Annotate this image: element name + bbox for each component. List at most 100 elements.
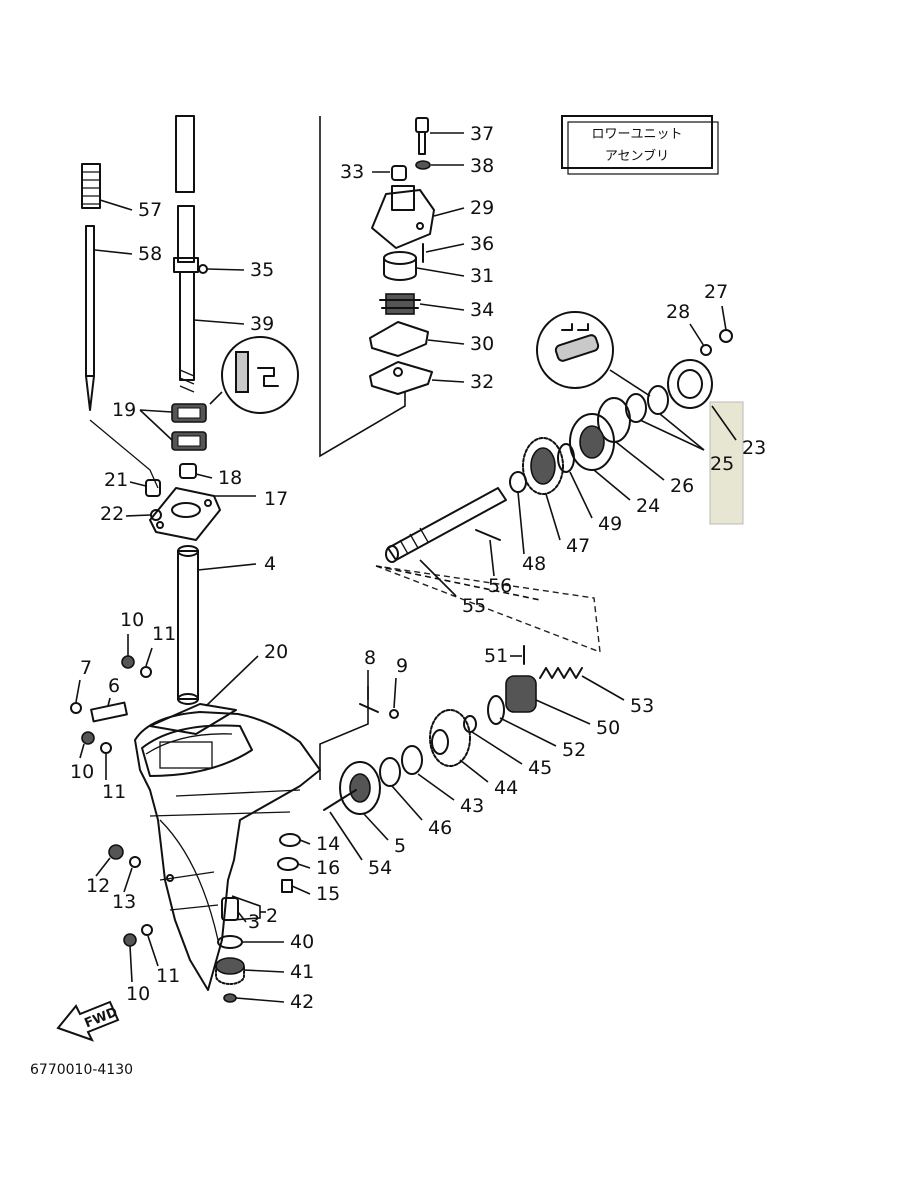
part-6-plate [90,701,128,723]
leader-line-15 [291,885,311,895]
callout-19: 19 [112,399,136,421]
callout-layer: 3738332936313430325758353919181721224272… [70,123,766,1013]
callout-13: 13 [112,891,136,913]
leader-line-19 [139,409,173,413]
part-52-ring [487,695,505,725]
callout-39: 39 [250,313,274,335]
leader-line-53 [581,675,625,701]
callout-51: 51 [484,645,508,667]
part-15-bolt [281,879,293,893]
callout-16: 16 [316,857,340,879]
callout-21: 21 [104,469,128,491]
leader-line-5 [363,813,389,841]
leader-line-45 [471,731,523,765]
part-16-shim [277,857,299,871]
callout-50: 50 [596,717,620,739]
leader-line-10c [129,945,133,983]
part-22-washer [150,509,162,521]
leader-line-28 [689,323,705,347]
part-7-screw [70,702,82,714]
part-38-washer [415,160,431,170]
callout-35: 35 [250,259,274,281]
callout-30: 30 [470,333,494,355]
callout-3: 3 [248,911,260,933]
leader-line-39 [193,319,245,325]
bolt-set-lower [123,924,153,947]
leader-line-47 [545,493,561,541]
leader-line-22 [125,514,151,517]
leader-line-29 [433,207,465,217]
leader-line-6 [107,697,111,707]
callout-11a: 11 [152,623,176,645]
part-53-spring [539,667,583,679]
callout-46: 46 [428,817,452,839]
part-43-shim [401,745,423,775]
leader-line-56 [489,539,495,577]
fwd-arrow: FWD [56,1000,120,1042]
callout-56: 56 [488,575,512,597]
title-box-line1: ロワーユニット [591,127,682,142]
part-44-gear [429,709,471,767]
part-19-bearings [171,403,207,451]
part-18-bushing [179,463,197,479]
part-46-washer [379,757,401,787]
part-31-liner [383,251,417,281]
callout-7: 7 [80,657,92,679]
part-29-pump-case [371,185,435,249]
leader-line-48 [517,491,525,555]
leader-line-42 [235,997,285,1003]
leader-line-52 [499,717,557,747]
callout-22: 22 [100,503,124,525]
leader-line-12 [95,857,111,877]
part-12-bolt [108,844,124,860]
leader-line-25 [659,413,705,451]
callout-47: 47 [566,535,590,557]
callout-11c: 11 [156,965,180,987]
part-34-impeller [379,293,421,315]
part-41-pinion [215,957,245,985]
leader-line-10b [79,743,85,759]
callout-53: 53 [630,695,654,717]
leader-line-54 [329,811,363,861]
callout-5: 5 [394,835,406,857]
callout-38: 38 [470,155,494,177]
part-48-washer [509,471,527,493]
drive-shaft-39 [179,271,195,393]
leader-line-35 [206,268,245,271]
leader-line-49 [569,471,593,519]
leader-line-11a [145,647,153,667]
leader-line-25 [639,419,705,451]
callout-49: 49 [598,513,622,535]
leader-line-16 [297,863,311,869]
leader-line-9 [393,677,397,709]
part-50-clutch [505,675,537,713]
callout-2: 2 [266,905,278,927]
callout-54: 54 [368,857,392,879]
leader-line-26 [615,441,665,481]
callout-52: 52 [562,739,586,761]
part-47-gear [522,437,564,495]
part-30-plate [369,321,429,357]
part-13-washer [129,856,141,868]
callout-23: 23 [742,437,766,459]
part-25-seals [625,385,669,423]
leader-line-57 [99,199,133,211]
leader-line-30 [427,339,465,345]
callout-44: 44 [494,777,518,799]
bolt-set-upper [121,655,152,678]
leader-line-20 [205,655,259,707]
callout-20: 20 [264,641,288,663]
part-14-washer [279,833,301,847]
leader-line-32 [431,379,465,383]
leader-line-31 [416,267,465,277]
leader-line-3 [237,911,247,923]
part-33-grommet [391,165,407,181]
callout-48: 48 [522,553,546,575]
part-27-bolt [719,329,733,343]
callout-31: 31 [470,265,494,287]
leader-line-23 [711,405,737,441]
part-28-washer [700,344,712,356]
callout-33: 33 [340,161,364,183]
part-35-clip [198,264,208,274]
